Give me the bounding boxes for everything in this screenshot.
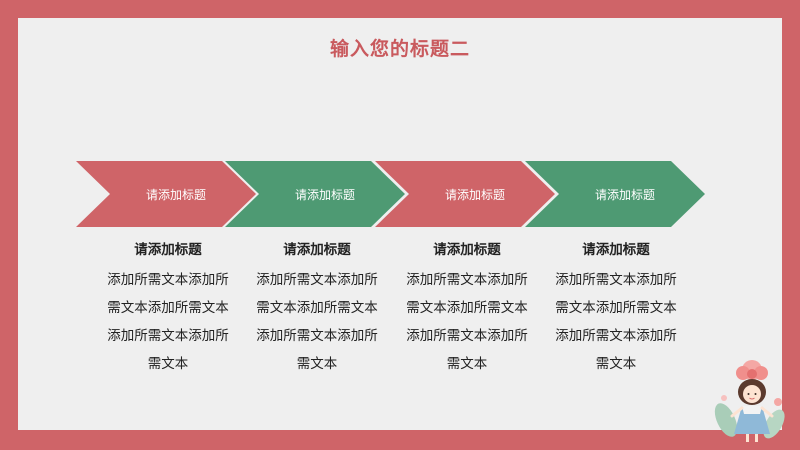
step-2-label: 请添加标题 xyxy=(294,188,355,202)
step-1-body: 添加所需文本添加所需文本添加所需文本添加所需文本添加所需文本 xyxy=(107,272,229,372)
step-3-body: 添加所需文本添加所需文本添加所需文本添加所需文本添加所需文本 xyxy=(406,272,528,372)
girl-with-flower-illustration-icon xyxy=(714,360,785,442)
step-2-body: 添加所需文本添加所需文本添加所需文本添加所需文本添加所需文本 xyxy=(256,272,378,372)
step-1-label: 请添加标题 xyxy=(145,188,206,202)
slide-title: 输入您的标题二 xyxy=(329,38,470,60)
chevron-arrow-1 xyxy=(76,161,256,227)
step-3-label: 请添加标题 xyxy=(444,188,505,202)
step-4-heading: 请添加标题 xyxy=(582,242,650,258)
step-3-heading: 请添加标题 xyxy=(433,242,501,258)
chevron-arrow-3 xyxy=(375,161,555,227)
step-4-description: 请添加标题 添加所需文本添加所需文本添加所需文本添加所需文本添加所需文本 xyxy=(541,238,691,378)
step-1-description: 请添加标题 添加所需文本添加所需文本添加所需文本添加所需文本添加所需文本 xyxy=(93,238,243,378)
step-1-heading: 请添加标题 xyxy=(134,242,202,258)
step-2-heading: 请添加标题 xyxy=(283,242,351,258)
step-3-description: 请添加标题 添加所需文本添加所需文本添加所需文本添加所需文本添加所需文本 xyxy=(392,238,542,378)
chevron-arrow-2 xyxy=(225,161,405,227)
step-4-label: 请添加标题 xyxy=(594,188,655,202)
step-2-description: 请添加标题 添加所需文本添加所需文本添加所需文本添加所需文本添加所需文本 xyxy=(242,238,392,378)
step-4-body: 添加所需文本添加所需文本添加所需文本添加所需文本添加所需文本 xyxy=(555,272,677,372)
chevron-arrow-4 xyxy=(525,161,705,227)
